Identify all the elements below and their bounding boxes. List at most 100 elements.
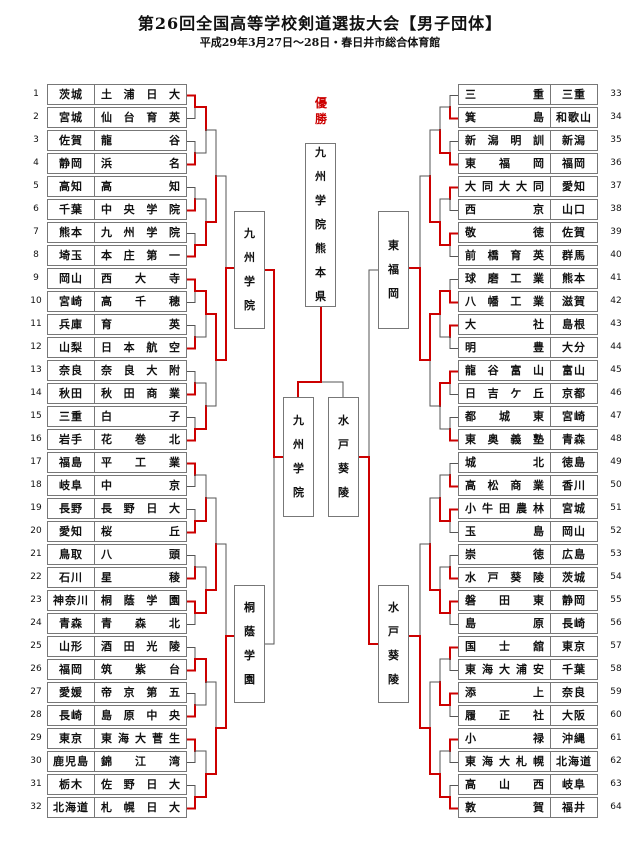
- page-subtitle: 平成29年3月27日～28日・春日井市総合体育館: [199, 36, 441, 49]
- team-row: 岐阜中京: [47, 475, 187, 496]
- school-name: 履正社: [465, 709, 544, 722]
- team-row: 静岡浜名: [47, 153, 187, 174]
- final-left-char: 学: [293, 462, 304, 475]
- seed-number: 19: [30, 503, 42, 513]
- seed-number: 52: [610, 526, 622, 536]
- seed-number: 7: [33, 227, 39, 237]
- team-row: 愛知桜丘: [47, 521, 187, 542]
- prefecture-name: 福井: [550, 798, 597, 817]
- seed-number: 16: [30, 434, 42, 444]
- prefecture-name: 福島: [48, 453, 95, 472]
- team-row: 滋賀八幡工業: [458, 291, 598, 312]
- school-name: 西大寺: [101, 272, 180, 285]
- seed-number: 20: [30, 526, 42, 536]
- seed-number: 39: [610, 227, 622, 237]
- prefecture-name: 鳥取: [48, 545, 95, 564]
- seed-number: 45: [610, 365, 622, 375]
- prefecture-name: 三重: [550, 85, 597, 104]
- seed-number: 42: [610, 296, 622, 306]
- school-name: 佐野日大: [101, 778, 180, 791]
- prefecture-name: 富山: [550, 361, 597, 380]
- seed-number: 6: [33, 204, 39, 214]
- semifinal-char: 州: [244, 251, 255, 264]
- semifinal-char: 東: [388, 239, 399, 252]
- seed-number: 15: [30, 411, 42, 421]
- seed-number: 55: [610, 595, 622, 605]
- seed-number: 2: [33, 112, 39, 122]
- final-right-char: 戸: [338, 438, 349, 451]
- prefecture-name: 長崎: [550, 614, 597, 633]
- prefecture-name: 和歌山: [550, 108, 597, 127]
- seed-number: 59: [610, 687, 622, 697]
- prefecture-name: 愛知: [48, 522, 95, 541]
- seed-number: 1: [33, 89, 39, 99]
- prefecture-name: 宮城: [550, 499, 597, 518]
- seed-number: 17: [30, 457, 42, 467]
- school-name: 磐田東: [465, 594, 544, 607]
- team-row: 鹿児島錦江湾: [47, 751, 187, 772]
- school-name: 崇徳: [465, 548, 544, 561]
- seed-number: 3: [33, 135, 39, 145]
- school-name: 小牛田農林: [465, 502, 544, 515]
- school-name: 日本航空: [101, 341, 180, 354]
- team-row: 山形酒田光陵: [47, 636, 187, 657]
- team-row: 沖縄小禄: [458, 728, 598, 749]
- seed-number: 31: [30, 779, 42, 789]
- prefecture-name: 長崎: [48, 706, 95, 725]
- school-name: 水戸葵陵: [465, 571, 544, 584]
- school-name: 高千穂: [101, 295, 180, 308]
- team-row: 静岡磐田東: [458, 590, 598, 611]
- seed-number: 48: [610, 434, 622, 444]
- champion-char: 九: [315, 146, 326, 159]
- team-row: 奈良添上: [458, 682, 598, 703]
- team-row: 宮崎都城東: [458, 406, 598, 427]
- prefecture-name: 静岡: [48, 154, 95, 173]
- prefecture-name: 岐阜: [550, 775, 597, 794]
- semifinal-char: 戸: [388, 625, 399, 638]
- prefecture-name: 茨城: [48, 85, 95, 104]
- seed-number: 44: [610, 342, 622, 352]
- school-name: 三重: [465, 88, 544, 101]
- team-row: 福井敦賀: [458, 797, 598, 818]
- prefecture-name: 山梨: [48, 338, 95, 357]
- final-left-box: 九州学院: [283, 397, 314, 517]
- semifinal-box-4: 水戸葵陵: [378, 585, 409, 703]
- prefecture-name: 山形: [48, 637, 95, 656]
- champion-box: 九州学院熊本県: [305, 143, 336, 307]
- prefecture-name: 千葉: [48, 200, 95, 219]
- prefecture-name: 山口: [550, 200, 597, 219]
- team-row: 山口西京: [458, 199, 598, 220]
- prefecture-name: 大分: [550, 338, 597, 357]
- school-name: 筑紫台: [101, 663, 180, 676]
- team-row: 福岡東福岡: [458, 153, 598, 174]
- prefecture-name: 神奈川: [48, 591, 95, 610]
- school-name: 球磨工業: [465, 272, 544, 285]
- seed-number: 29: [30, 733, 42, 743]
- champion-char: 本: [315, 266, 326, 279]
- school-name: 星稜: [101, 571, 180, 584]
- semifinal-char: 園: [244, 673, 255, 686]
- school-name: 白子: [101, 410, 180, 423]
- seed-number: 61: [610, 733, 622, 743]
- school-name: 東海大浦安: [465, 663, 544, 676]
- seed-number: 53: [610, 549, 622, 559]
- prefecture-name: 千葉: [550, 660, 597, 679]
- semifinal-char: 葵: [388, 649, 399, 662]
- team-row: 和歌山箕島: [458, 107, 598, 128]
- prefecture-name: 岐阜: [48, 476, 95, 495]
- team-row: 岡山玉島: [458, 521, 598, 542]
- page-title: 第26回全国高等学校剣道選抜大会【男子団体】: [137, 14, 503, 33]
- team-row: 佐賀龍谷: [47, 130, 187, 151]
- seed-number: 24: [30, 618, 42, 628]
- seed-number: 35: [610, 135, 622, 145]
- seed-number: 51: [610, 503, 622, 513]
- team-row: 三重三重: [458, 84, 598, 105]
- prefecture-name: 岡山: [48, 269, 95, 288]
- prefecture-name: 宮崎: [48, 292, 95, 311]
- semifinal-char: 桐: [244, 601, 255, 614]
- prefecture-name: 埼玉: [48, 246, 95, 265]
- school-name: 都城東: [465, 410, 544, 423]
- team-row: 北海道札幌日大: [47, 797, 187, 818]
- prefecture-name: 愛知: [550, 177, 597, 196]
